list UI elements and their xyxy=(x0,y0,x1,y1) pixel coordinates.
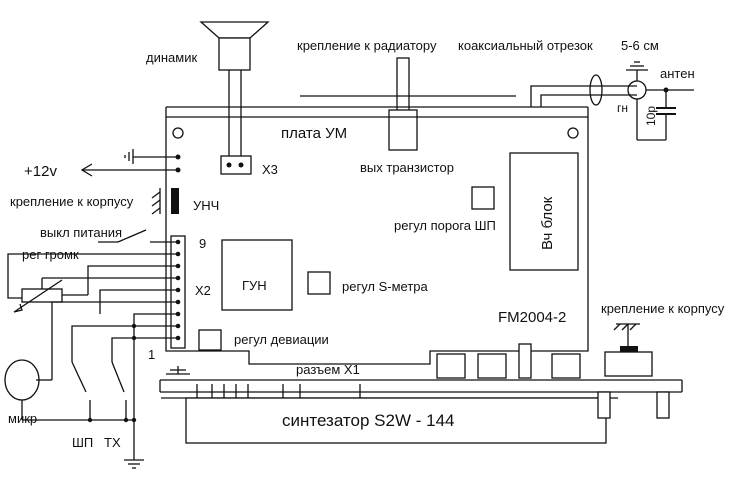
x3-label: Х3 xyxy=(262,162,278,177)
radiator-post xyxy=(396,57,410,119)
deviation-trimmer xyxy=(198,329,222,351)
vco-module xyxy=(221,239,293,311)
deviation-label: регул девиации xyxy=(234,332,329,347)
standoff xyxy=(597,391,611,419)
pin1-label: 1 xyxy=(148,347,155,362)
mount-hole xyxy=(172,127,184,139)
coax-segment-label: коаксиальный отрезок xyxy=(458,38,593,53)
rf-block-label: Вч блок xyxy=(539,196,556,250)
gn-label: гн xyxy=(617,101,628,115)
volume-label: рег громк xyxy=(22,247,79,262)
synthesizer-label: синтезатор S2W - 144 xyxy=(282,411,454,430)
output-transistor-label: вых транзистор xyxy=(360,160,454,175)
synthesizer-module xyxy=(185,397,607,444)
standoff xyxy=(656,391,670,419)
vco-label: ГУН xyxy=(242,278,267,293)
capacitor-label: 10p xyxy=(644,106,658,126)
case-mount-left xyxy=(171,188,179,214)
smeter-label: регул S-метра xyxy=(342,279,429,294)
x1-pins xyxy=(196,384,361,398)
case-mount-right xyxy=(604,351,653,377)
squelch-threshold-label: регул порога ШП xyxy=(394,218,496,233)
component-block xyxy=(436,353,466,379)
volume-wire xyxy=(7,253,178,299)
connector-x3 xyxy=(220,155,252,175)
mount-hole xyxy=(567,127,579,139)
component-block xyxy=(551,353,581,379)
x1-label: разъем Х1 xyxy=(296,362,360,377)
case-mount-right-label: крепление к корпусу xyxy=(601,301,725,316)
speaker-icon xyxy=(199,21,270,71)
model-label: FM2004-2 xyxy=(498,309,566,326)
unch-label: УНЧ xyxy=(193,198,219,213)
tx-label: ТХ xyxy=(104,435,121,450)
plus12-label: +12v xyxy=(24,163,57,180)
component-block xyxy=(477,353,507,379)
coax-length-label: 5-6 см xyxy=(621,38,659,53)
mic-label: микр xyxy=(8,411,37,426)
power-amp-board xyxy=(165,116,589,365)
case-mount-left-label: крепление к корпусу xyxy=(10,194,134,209)
output-transistor xyxy=(388,109,418,151)
rf-block xyxy=(509,152,579,271)
antenna-label: антен xyxy=(660,66,695,81)
arrow-icon xyxy=(80,163,93,177)
x2-label: Х2 xyxy=(195,283,211,298)
board-title: плата УМ xyxy=(281,125,347,142)
antenna-socket xyxy=(627,80,647,100)
pin9-label: 9 xyxy=(199,236,206,251)
tx-switch xyxy=(111,361,125,393)
speaker-label: динамик xyxy=(146,50,197,65)
microphone-icon xyxy=(4,359,52,420)
squelch-threshold-trimmer xyxy=(471,186,495,210)
smeter-trimmer xyxy=(307,271,331,295)
coax-cable-inner xyxy=(540,94,637,107)
squelch-switch xyxy=(71,361,87,393)
volume-potentiometer xyxy=(21,288,63,303)
squelch-label: ШП xyxy=(72,435,93,450)
component-block xyxy=(518,343,532,379)
power-off-label: выкл питания xyxy=(40,225,122,240)
radiator-mount-label: крепление к радиатору xyxy=(297,38,437,53)
